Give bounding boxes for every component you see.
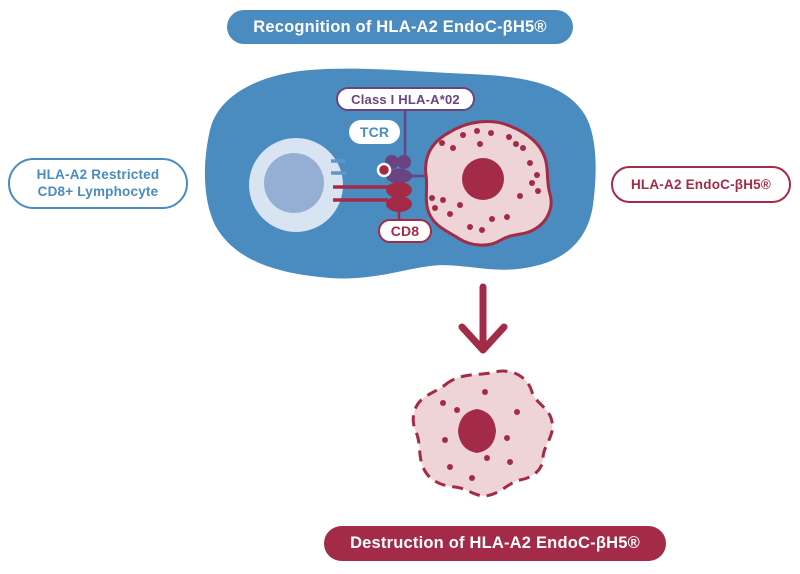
cd8-subunit — [386, 182, 412, 198]
mhc-molecule — [386, 168, 412, 184]
destruction-banner: Destruction of HLA-A2 EndoC-βH5® — [324, 526, 666, 561]
peptide-antigen — [376, 162, 392, 178]
down-arrow — [458, 283, 508, 354]
tcr-subunit — [397, 155, 411, 169]
receptor-complex — [331, 111, 443, 221]
target-cell-nucleus — [462, 158, 504, 200]
destroyed-beta-cell — [411, 369, 554, 498]
target-cell-granules — [429, 128, 541, 233]
cd8-label: CD8 — [378, 219, 432, 243]
target-beta-cell — [424, 120, 553, 247]
lymphocyte-nucleus — [264, 153, 324, 213]
recognition-banner: Recognition of HLA-A2 EndoC-βH5® — [227, 10, 573, 44]
destroyed-cell-nucleus — [458, 409, 496, 453]
class1-hla-label: Class I HLA-A*02 — [336, 87, 475, 111]
lymphocyte-cell — [249, 138, 343, 232]
tcr-label: TCR — [349, 120, 400, 144]
lymphocyte-label: HLA-A2 Restricted CD8+ Lymphocyte — [8, 158, 188, 209]
cd8-subunit — [386, 196, 412, 212]
destroyed-cell-granules — [440, 389, 520, 481]
endoc-cell-label: HLA-A2 EndoC-βH5® — [611, 166, 791, 203]
lymphocyte-label-line1: HLA-A2 Restricted — [36, 166, 160, 182]
lymphocyte-label-line2: CD8+ Lymphocyte — [37, 183, 159, 199]
